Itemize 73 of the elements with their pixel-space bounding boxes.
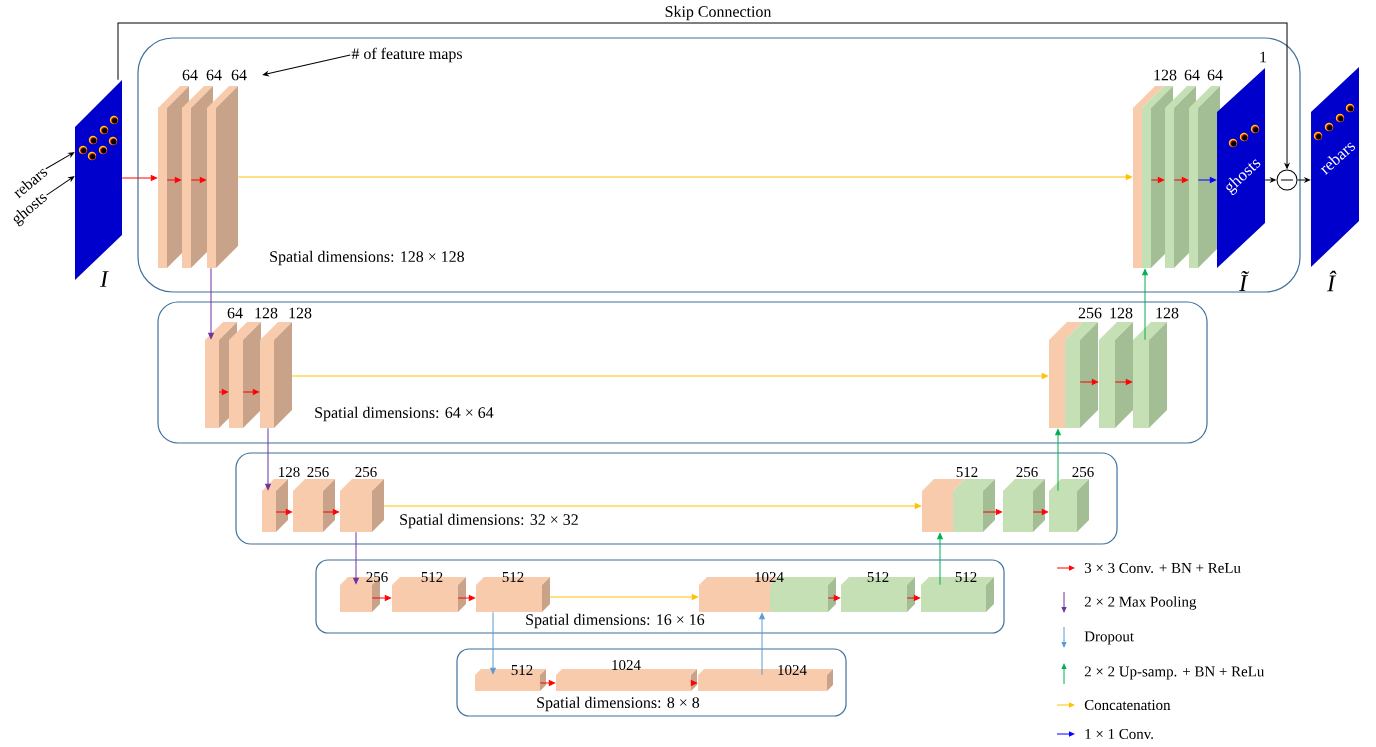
subtraction-symbol xyxy=(1276,169,1298,191)
channel-count: 64 xyxy=(182,69,198,81)
arrow xyxy=(353,531,359,585)
channel-count: 128 xyxy=(255,307,278,319)
image-symbol: I xyxy=(99,271,109,287)
arrow xyxy=(383,503,922,509)
arrow xyxy=(208,267,214,340)
legend-label: 2 × 2 Up-samp. + BN + ReLu xyxy=(1084,666,1265,680)
channel-count: 256 xyxy=(366,572,388,582)
channel-count: 128 xyxy=(1110,307,1133,319)
channel-count: 64 xyxy=(1184,69,1200,81)
image-symbol: Ĩ xyxy=(1238,271,1250,291)
channel-count: 256 xyxy=(1078,307,1102,319)
channel-count: 1 xyxy=(1260,51,1267,63)
legend-label: 1 × 1 Conv. xyxy=(1085,728,1153,740)
channel-count: 512 xyxy=(956,467,978,477)
channel-count: 256 xyxy=(355,467,377,477)
arrow xyxy=(759,613,765,676)
arrow xyxy=(291,373,1049,379)
channel-count: 512 xyxy=(955,572,977,582)
spatial-dimension-label: Spatial dimensions: 16 × 16 xyxy=(526,613,705,629)
channel-count: 256 xyxy=(307,467,329,477)
channel-count: 64 xyxy=(206,69,222,81)
arrow xyxy=(906,595,921,601)
channel-count: 128 xyxy=(289,307,312,319)
annotation-text: # of feature maps xyxy=(351,47,462,63)
spatial-dimension-label: Spatial dimensions: 64 × 64 xyxy=(315,406,494,422)
arrow xyxy=(46,176,75,196)
spatial-dimension-label: Spatial dimensions: 32 × 32 xyxy=(400,513,578,529)
legend-label: Concatenation xyxy=(1084,700,1171,710)
arrow xyxy=(690,680,698,686)
image-symbol: Î xyxy=(1326,270,1337,292)
arrow xyxy=(265,427,271,491)
channel-count: 64 xyxy=(227,307,243,319)
channel-count: 512 xyxy=(502,572,524,582)
channel-count: 1024 xyxy=(612,659,641,671)
edge-label: Skip Connection xyxy=(663,4,773,22)
arrow xyxy=(45,152,75,170)
skip-connection-line xyxy=(117,22,1290,169)
channel-count: 512 xyxy=(511,665,533,675)
channel-count: 128 xyxy=(279,466,300,478)
arrow xyxy=(490,611,496,675)
channel-count: 64 xyxy=(1207,69,1223,81)
legend-label: Dropout xyxy=(1084,631,1134,645)
arrow xyxy=(121,175,158,181)
channel-count: 64 xyxy=(231,69,247,81)
channel-count: 512 xyxy=(421,572,443,582)
legend-label: 2 × 2 Max Pooling xyxy=(1084,596,1197,610)
arrow xyxy=(539,680,556,686)
arrow xyxy=(982,509,1003,515)
arrow xyxy=(549,594,699,600)
arrow xyxy=(1297,177,1311,183)
arrow xyxy=(1142,268,1148,341)
channel-count: 256 xyxy=(1072,467,1094,477)
channel-count: 512 xyxy=(867,572,889,582)
arrow xyxy=(1055,428,1061,492)
channel-count: 128 xyxy=(1154,69,1177,81)
arrow xyxy=(237,174,1133,180)
legend-label: 3 × 3 Conv. + BN + ReLu xyxy=(1084,562,1241,574)
arrow xyxy=(937,533,943,586)
leader-line xyxy=(262,54,351,77)
arrow xyxy=(371,595,392,601)
arrow xyxy=(827,595,841,601)
channel-count: 1024 xyxy=(778,664,807,676)
spatial-dimension-label: Spatial dimensions: 8 × 8 xyxy=(537,696,700,712)
arrow xyxy=(1264,177,1276,183)
spatial-dimension-label: Spatial dimensions: 128 × 128 xyxy=(270,250,464,266)
channel-count: 1024 xyxy=(755,571,784,583)
channel-count: 256 xyxy=(1016,467,1038,477)
arrow xyxy=(457,595,476,601)
channel-count: 128 xyxy=(1156,307,1179,319)
arrow xyxy=(1032,509,1049,515)
arrow xyxy=(322,509,340,515)
